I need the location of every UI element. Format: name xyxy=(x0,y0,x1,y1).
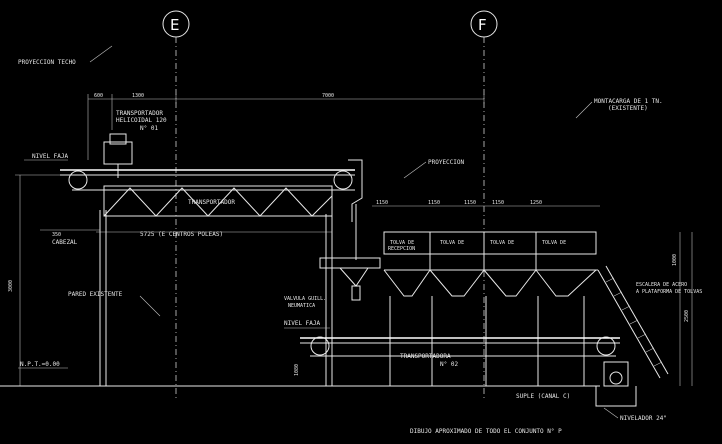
label-pared-existente: PARED EXISTENTE xyxy=(68,291,123,298)
grid-axis-f: F xyxy=(470,10,498,400)
label-tolva-3: TOLVA DE xyxy=(490,240,514,246)
label-tolva-1: TOLVA DE xyxy=(390,240,414,246)
dim-1150b: 1150 xyxy=(428,200,440,206)
label-tolva-2: TOLVA DE xyxy=(440,240,464,246)
dim-1150d: 1150 xyxy=(492,200,504,206)
label-existente: (EXISTENTE) xyxy=(608,105,648,112)
grid-axis-e: E xyxy=(162,10,190,400)
dim-3000: 3000 xyxy=(8,280,14,292)
label-transportador-truss: TRANSPORTADOR xyxy=(188,199,235,206)
label-transportador-top: TRANSPORTADOR xyxy=(116,110,163,117)
label-proyeccion: PROYECCION xyxy=(428,159,465,166)
label-valvula: VALVULA GUILL. xyxy=(284,296,326,302)
left-dimension: 3000 NIVEL FAJA xyxy=(8,153,69,386)
label-escalera-2: A PLATAFORMA DE TOLVAS xyxy=(636,289,702,295)
dim-1150a: 1150 xyxy=(376,200,388,206)
hopper-platform: TOLVA DE RECEPCION TOLVA DE TOLVA DE TOL… xyxy=(383,231,598,386)
dim-600: 600 xyxy=(94,93,103,99)
label-proyeccion-techo: PROYECCION TECHO xyxy=(18,59,76,66)
dim-1000: 1000 xyxy=(672,254,678,266)
label-npt: N.P.T.=0.00 xyxy=(20,361,60,368)
label-tolva-4: TOLVA DE xyxy=(542,240,566,246)
footer-caption: DIBUJO APROXIMADO DE TODO EL CONJUNTO N°… xyxy=(410,428,562,435)
label-montacarga: MONTACARGA DE 1 TN. xyxy=(594,98,663,105)
label-tolva-1b: RECEPCION xyxy=(388,246,415,252)
left-support xyxy=(99,210,333,386)
label-cabezal: CABEZAL xyxy=(52,239,78,246)
lower-conveyor: NIVEL FAJA TRANSPORTADORA N° 02 1080 xyxy=(284,320,620,376)
top-dimension: 600 1300 7000 xyxy=(87,93,485,160)
right-dimension: 1000 2500 xyxy=(672,232,693,386)
top-conveyor: TRANSPORTADOR xyxy=(60,133,363,260)
label-suple: SUPLE (CANAL C) xyxy=(516,393,570,400)
label-n02: N° 02 xyxy=(440,361,458,368)
dim-5725: 5725 (E CENTROS POLEAS) xyxy=(140,231,223,238)
label-n01: N° 01 xyxy=(140,125,158,132)
label-neumatica: NEUMATICA xyxy=(288,303,315,309)
dim-1150c: 1150 xyxy=(464,200,476,206)
base-unit xyxy=(595,361,637,407)
dim-1080: 1080 xyxy=(294,364,300,376)
label-nivel-faja-bottom: NIVEL FAJA xyxy=(284,320,321,327)
dim-1300: 1300 xyxy=(132,93,144,99)
label-nivel-faja-top: NIVEL FAJA xyxy=(32,153,69,160)
label-escalera: ESCALERA DE ACERO xyxy=(636,282,687,288)
dim-2500: 2500 xyxy=(684,310,690,322)
intermediate-chute: VALVULA GUILL. NEUMATICA xyxy=(284,257,381,309)
dim-350: 350 xyxy=(52,232,61,238)
dim-7000: 7000 xyxy=(322,93,334,99)
label-helicoidal: HELICOIDAL 120 xyxy=(116,117,167,124)
dim-1250: 1250 xyxy=(530,200,542,206)
label-nivelador: NIVELADOR 24" xyxy=(620,415,667,422)
grid-label-f: F xyxy=(478,16,487,34)
label-transportadora-02: TRANSPORTADORA xyxy=(400,353,451,360)
access-stair: ESCALERA DE ACERO A PLATAFORMA DE TOLVAS xyxy=(597,265,702,379)
grid-label-e: E xyxy=(170,16,179,34)
